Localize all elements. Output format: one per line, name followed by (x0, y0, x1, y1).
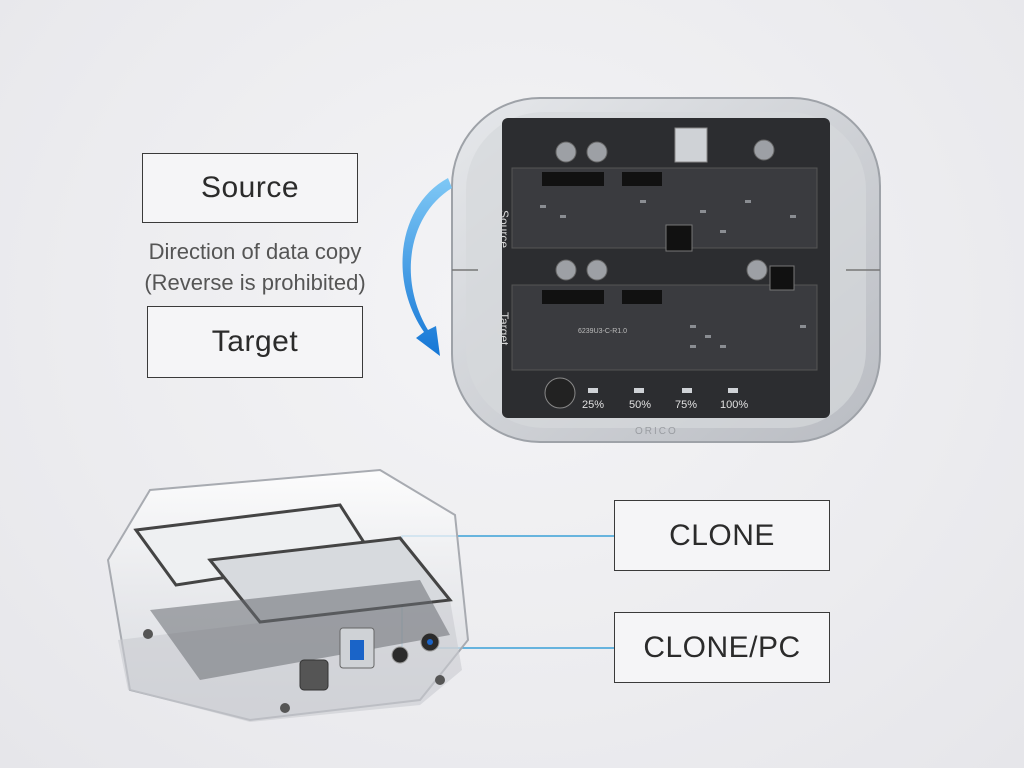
clone-pc-label: CLONE/PC (614, 612, 830, 683)
target-slot (511, 284, 818, 371)
clone-label: CLONE (614, 500, 830, 571)
dock-top-view: Source Target 6239U3-C-R1.0 25% 50% 75% … (451, 97, 881, 443)
direction-line-2: (Reverse is prohibited) (144, 270, 366, 295)
clone-button-top (544, 377, 576, 409)
usb-port-top (674, 127, 708, 163)
source-label: Source (142, 153, 358, 223)
direction-line-1: Direction of data copy (148, 239, 362, 264)
target-slot-label: Target (497, 312, 511, 346)
progress-100-label: 100% (720, 399, 748, 411)
board-model-label: 6239U3-C-R1.0 (578, 328, 627, 335)
progress-50-label: 50% (629, 399, 651, 411)
direction-caption: Direction of data copy (Reverse is prohi… (120, 236, 390, 298)
brand-logo-top: ORICO (635, 426, 678, 437)
source-slot-label: Source (497, 210, 511, 248)
clone-button (391, 646, 409, 664)
data-copy-direction-arrow (402, 178, 452, 356)
progress-75-label: 75% (675, 399, 697, 411)
target-label: Target (147, 306, 363, 378)
progress-25-label: 25% (582, 399, 604, 411)
dock-perspective-view (106, 468, 470, 722)
power-jack (299, 659, 329, 691)
